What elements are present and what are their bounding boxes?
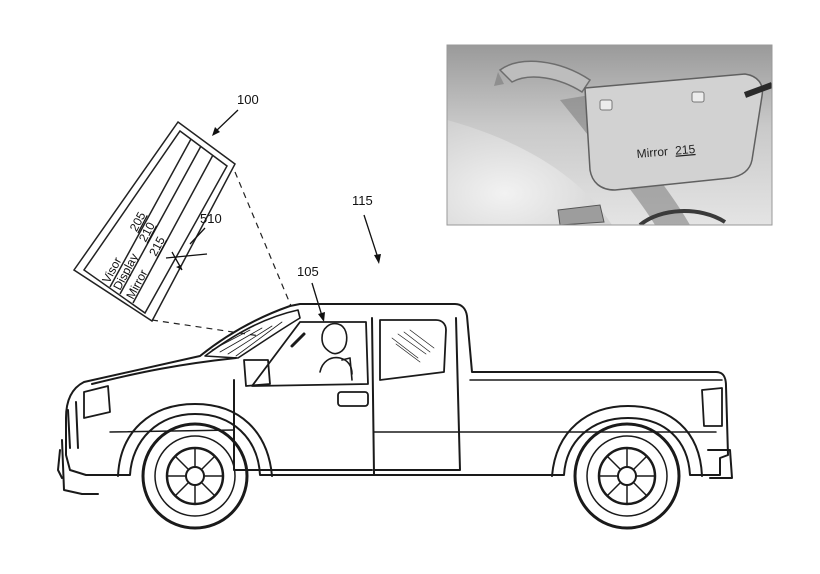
ref-105-arrow-head — [318, 312, 325, 322]
driver-head — [321, 322, 348, 355]
photo-visor — [584, 73, 764, 191]
door-handle — [337, 391, 369, 407]
steering-wheel — [638, 209, 727, 225]
driver-seat — [341, 357, 353, 381]
cab-steering-wheel — [290, 332, 306, 348]
windshield — [204, 309, 301, 359]
rear-wheel — [573, 422, 681, 530]
ref-510-arrow-head — [176, 265, 182, 270]
front-door-edge — [233, 379, 373, 471]
body-crease — [109, 429, 717, 433]
front-window — [251, 321, 369, 387]
ref-115-arrow-line — [363, 214, 379, 259]
ref-115-arrow-head — [374, 254, 381, 264]
visor-pivot — [743, 82, 772, 98]
driver-body — [319, 356, 353, 375]
ref-105-label: 105 — [297, 264, 319, 279]
visor-clip-left — [599, 99, 613, 111]
side-mirror — [243, 359, 271, 387]
visor-clip-right — [691, 91, 705, 103]
pickup-truck — [57, 303, 733, 495]
truck-body-outline — [65, 303, 729, 476]
grab-handle — [498, 60, 592, 94]
strip-line-2 — [119, 145, 202, 295]
ref-510-label: 510 — [200, 211, 222, 226]
ref-105-arrow-line — [311, 282, 323, 317]
headlight — [83, 385, 111, 419]
photo-mirror-number: 215 — [675, 142, 696, 158]
front-wheel-arch — [117, 403, 273, 477]
visor-panel: Visor 205 Display 210 Mirror 215 — [72, 120, 236, 323]
b-pillar — [371, 317, 375, 475]
front-bumper — [61, 439, 99, 495]
photo-windshield — [447, 120, 612, 225]
windshield-hatch — [211, 321, 283, 357]
ref-115-label: 115 — [352, 193, 373, 208]
strip-line-1 — [109, 138, 192, 288]
ref-100-arrow-head — [212, 127, 220, 136]
rear-window — [379, 319, 447, 381]
photo-inset: Mirror 215 — [447, 45, 772, 225]
rear-bumper — [707, 449, 733, 479]
rear-window-hatch — [391, 329, 435, 363]
photo-mirror-word: Mirror — [636, 144, 668, 161]
projection-line-upper — [234, 171, 292, 307]
front-bumper-lower — [57, 449, 63, 479]
photo-mirror-label: Mirror 215 — [636, 142, 696, 161]
photo-frame — [446, 44, 773, 226]
hood-line — [91, 357, 237, 385]
ref-510-leader — [189, 227, 206, 245]
rearview-mirror — [557, 204, 605, 225]
tail-light — [701, 387, 723, 427]
ref-510-baseline — [165, 253, 208, 259]
grab-handle-mount — [494, 72, 504, 86]
visor-inner-frame — [82, 129, 228, 315]
ref-100-arrow-line — [214, 109, 239, 133]
grille — [67, 401, 79, 449]
ref-100-label: 100 — [237, 92, 259, 107]
rear-wheel-arch — [551, 405, 703, 477]
front-wheel — [141, 422, 249, 530]
strip-line-3 — [132, 154, 214, 304]
rear-door-edge — [373, 317, 461, 471]
visor-outer-frame — [72, 120, 236, 323]
projection-line-lower — [151, 319, 261, 337]
